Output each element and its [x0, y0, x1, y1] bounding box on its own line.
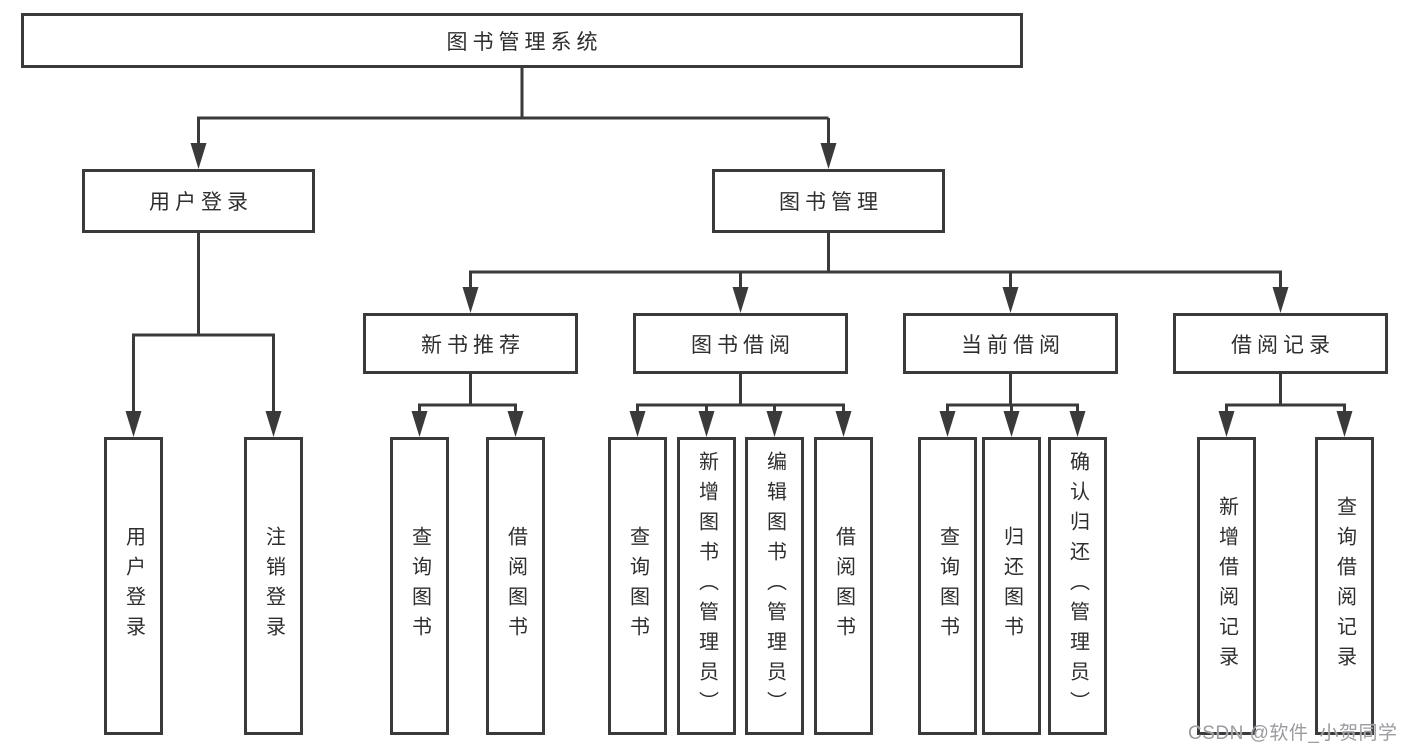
node-current-borrow-label: 当前借阅	[961, 333, 1065, 357]
leaf-confirm-return-admin-label: 确认归还（管理员）	[1066, 451, 1089, 721]
leaf-borrow-books-recommend: 借阅图书	[486, 437, 545, 735]
leaf-add-borrow-record: 新增借阅记录	[1197, 437, 1256, 735]
leaf-logout-label: 注销登录	[262, 526, 285, 646]
node-new-book-recommend-label: 新书推荐	[421, 333, 525, 357]
node-library-system-label: 图书管理系统	[446, 30, 603, 54]
arrowheads-level4	[411, 411, 1353, 437]
leaf-query-books-recommend: 查询图书	[390, 437, 449, 735]
connector-book-borrow-children	[636, 374, 845, 415]
leaf-add-books-admin-label: 新增图书（管理员）	[695, 451, 718, 721]
connector-new-book-children	[418, 374, 517, 415]
connector-root-to-level2	[197, 68, 830, 147]
leaf-borrow-books-label: 借阅图书	[832, 526, 855, 646]
leaf-return-books-label: 归还图书	[1000, 526, 1023, 646]
leaf-user-login-label: 用户登录	[122, 526, 145, 646]
connector-current-borrow-children	[946, 374, 1079, 415]
node-new-book-recommend: 新书推荐	[363, 313, 578, 374]
leaf-confirm-return-admin: 确认归还（管理员）	[1048, 437, 1107, 735]
leaf-query-borrow-record: 查询借阅记录	[1315, 437, 1374, 735]
node-user-login: 用户登录	[82, 169, 315, 233]
leaf-query-books-borrow: 查询图书	[608, 437, 667, 735]
leaf-query-borrow-record-label: 查询借阅记录	[1333, 496, 1356, 676]
leaf-query-books-borrow-label: 查询图书	[626, 526, 649, 646]
leaf-logout: 注销登录	[244, 437, 303, 735]
node-book-borrow-label: 图书借阅	[691, 333, 795, 357]
arrowheads-user-login-children	[125, 411, 282, 437]
csdn-watermark: CSDN @软件_小贺同学	[1188, 723, 1398, 744]
leaf-query-books-recommend-label: 查询图书	[408, 526, 431, 646]
node-book-management: 图书管理	[712, 169, 945, 233]
arrowheads-level3	[462, 287, 1289, 313]
leaf-edit-books-admin-label: 编辑图书（管理员）	[763, 451, 786, 721]
node-user-login-label: 用户登录	[149, 191, 253, 214]
node-library-system: 图书管理系统	[21, 13, 1023, 68]
connector-book-management-children	[469, 233, 1282, 291]
node-book-borrow: 图书借阅	[633, 313, 848, 374]
node-borrow-records-label: 借阅记录	[1231, 333, 1335, 357]
leaf-borrow-books-recommend-label: 借阅图书	[504, 526, 527, 646]
leaf-borrow-books: 借阅图书	[814, 437, 873, 735]
leaf-return-books: 归还图书	[982, 437, 1041, 735]
leaf-add-books-admin: 新增图书（管理员）	[677, 437, 736, 735]
node-book-management-label: 图书管理	[779, 191, 883, 214]
node-current-borrow: 当前借阅	[903, 313, 1118, 374]
arrowheads-level2	[190, 143, 837, 169]
leaf-user-login: 用户登录	[104, 437, 163, 735]
node-borrow-records: 借阅记录	[1173, 313, 1388, 374]
leaf-query-books-current: 查询图书	[918, 437, 977, 735]
leaf-query-books-current-label: 查询图书	[936, 526, 959, 646]
connector-user-login-children	[132, 233, 275, 415]
connector-borrow-record-children	[1225, 374, 1346, 415]
leaf-edit-books-admin: 编辑图书（管理员）	[745, 437, 804, 735]
leaf-add-borrow-record-label: 新增借阅记录	[1215, 496, 1238, 676]
